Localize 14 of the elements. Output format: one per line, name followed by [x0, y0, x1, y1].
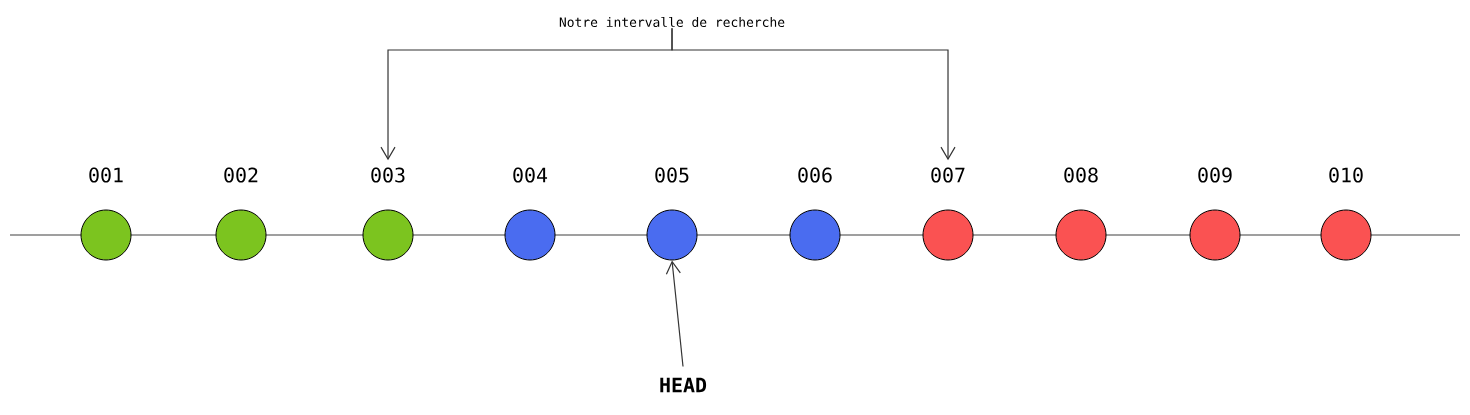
- node-label: 004: [513, 167, 548, 183]
- node-label: 006: [798, 167, 832, 183]
- node-label: 002: [224, 167, 258, 183]
- node-label: 005: [655, 167, 689, 183]
- node-label: 010: [1329, 167, 1363, 183]
- node-label: 001: [89, 167, 123, 183]
- node-label: 008: [1064, 167, 1098, 183]
- arrow: [671, 27, 956, 161]
- node-label: 007: [931, 167, 965, 183]
- range-label: Notre intervalle de recherche: [559, 16, 785, 28]
- node-label: 003: [371, 167, 405, 183]
- node-label: 009: [1198, 167, 1232, 183]
- arrow: [665, 260, 684, 368]
- pointer-label: HEAD: [660, 377, 707, 393]
